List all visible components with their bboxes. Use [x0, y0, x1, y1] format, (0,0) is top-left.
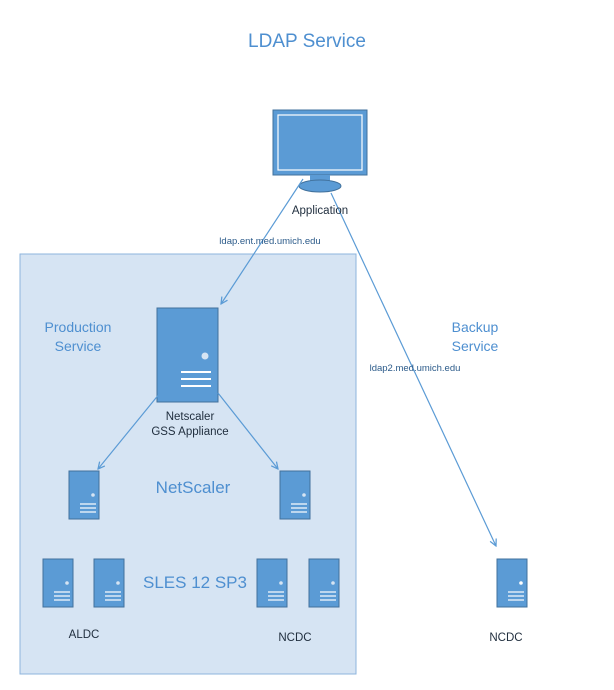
- primary-ldap-arrow: [221, 178, 304, 304]
- ncdc-server-1-icon: [256, 558, 288, 608]
- gss-to-left-netscaler-arrow: [98, 392, 161, 469]
- backup-ldap-arrow: [330, 192, 496, 546]
- ncdc-backup-label: NCDC: [489, 632, 523, 644]
- production-service-label: Production Service: [44, 319, 112, 354]
- primary-host-label: ldap.ent.med.umich.edu: [219, 236, 321, 247]
- netscaler-gss-label: Netscaler GSS Appliance: [151, 411, 229, 438]
- sles-group-label: SLES 12 SP3: [143, 573, 247, 592]
- diagram-title: LDAP Service: [248, 31, 366, 52]
- aldc-label: ALDC: [68, 629, 100, 641]
- aldc-server-1-icon: [42, 558, 74, 608]
- ncdc-server-2-icon: [308, 558, 340, 608]
- application-monitor-icon: [272, 109, 368, 193]
- backup-service-label: Backup Service: [451, 319, 499, 354]
- netscaler-group-label: NetScaler: [155, 478, 231, 497]
- application-label: Application: [291, 205, 349, 217]
- backup-ncdc-server-icon: [496, 558, 528, 608]
- aldc-server-2-icon: [93, 558, 125, 608]
- netscaler-right-server-icon: [279, 470, 311, 520]
- ncdc-production-label: NCDC: [278, 632, 312, 644]
- netscaler-gss-server-icon: [156, 307, 219, 403]
- netscaler-left-server-icon: [68, 470, 100, 520]
- backup-host-label: ldap2.med.umich.edu: [369, 363, 461, 374]
- gss-to-right-netscaler-arrow: [217, 392, 278, 469]
